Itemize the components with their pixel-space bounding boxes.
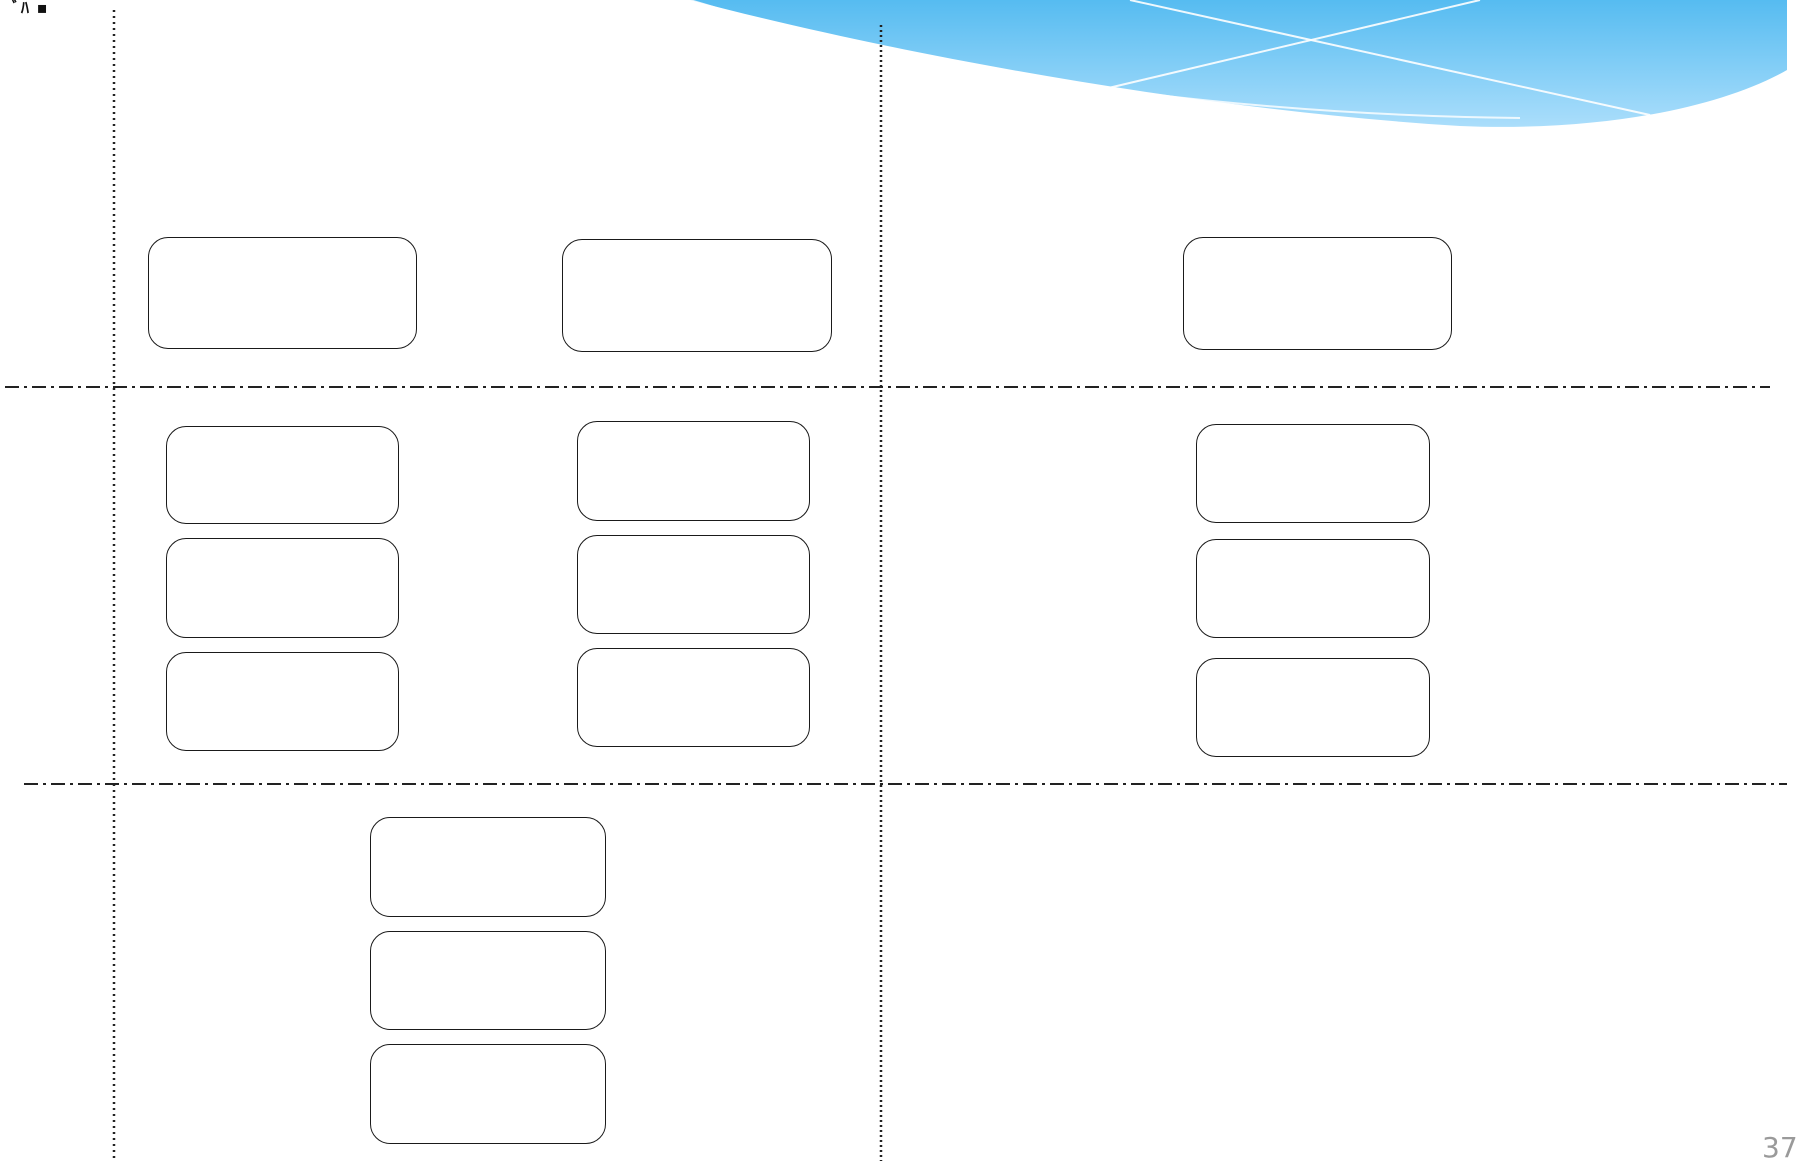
middle-box <box>166 652 399 751</box>
header-box <box>562 239 832 352</box>
page-number: 37 <box>1762 1131 1798 1164</box>
middle-box <box>1196 658 1430 757</box>
middle-box <box>577 421 810 521</box>
header-wave-decoration <box>689 0 1787 127</box>
middle-box <box>577 535 810 634</box>
middle-box <box>166 426 399 524</box>
middle-box <box>166 538 399 638</box>
middle-box <box>1196 539 1430 638</box>
bottom-box <box>370 931 606 1030</box>
middle-box <box>1196 424 1430 523</box>
header-box <box>148 237 417 349</box>
bottom-box <box>370 1044 606 1144</box>
middle-box <box>577 648 810 747</box>
header-box <box>1183 237 1452 350</box>
corner-label: ﾞﾊ ▪ <box>12 0 49 17</box>
bottom-box <box>370 817 606 917</box>
